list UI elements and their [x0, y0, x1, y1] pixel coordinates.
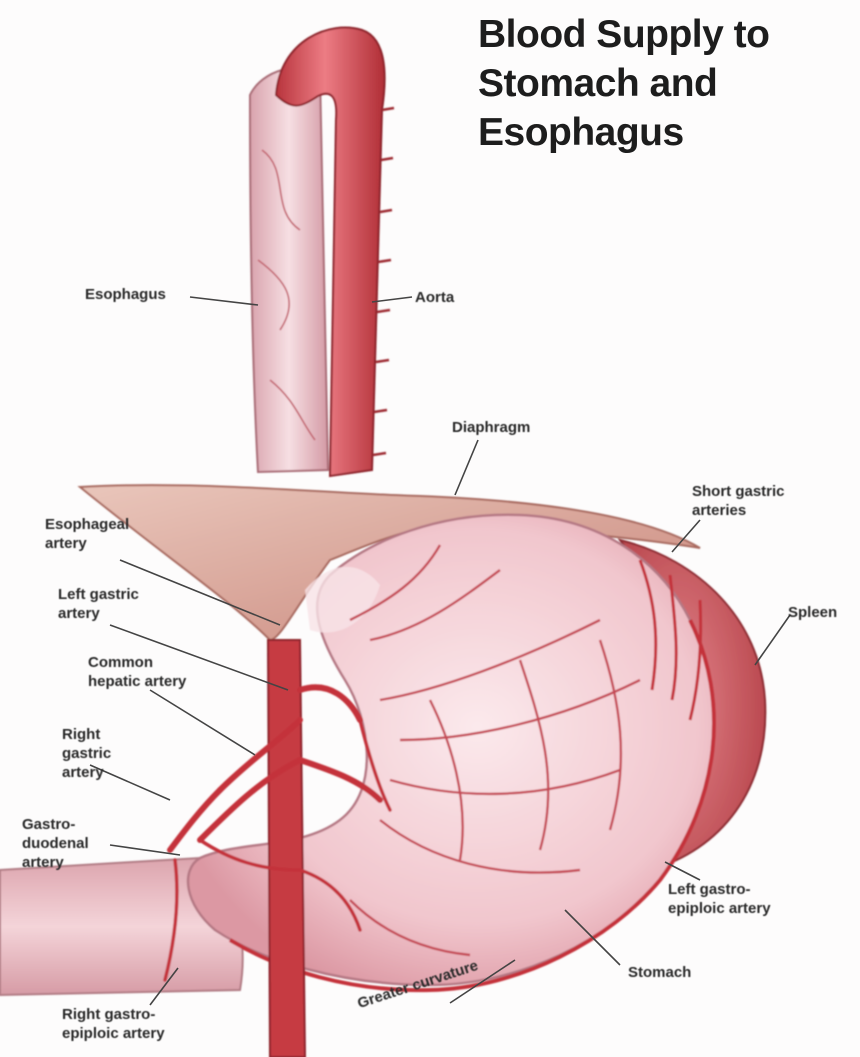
label-diaphragm: Diaphragm	[452, 418, 530, 437]
title-line-3: Esophagus	[478, 108, 848, 157]
label-spleen: Spleen	[788, 603, 837, 622]
label-left-gastric-artery: Left gastric artery	[58, 585, 139, 623]
title-line-2: Stomach and	[478, 59, 848, 108]
label-right-gastroepiploic-artery: Right gastro- epiploic artery	[62, 1005, 165, 1043]
label-right-gastric-artery: Right gastric artery	[62, 725, 111, 782]
label-gastroduodenal-artery: Gastro- duodenal artery	[22, 815, 89, 872]
esophagus-shape	[250, 68, 328, 472]
abdominal-aorta	[268, 640, 305, 1057]
label-aorta: Aorta	[415, 288, 454, 307]
label-short-gastric-arteries: Short gastric arteries	[692, 482, 785, 520]
label-left-gastroepiploic-artery: Left gastro- epiploic artery	[668, 880, 771, 918]
label-esophagus: Esophagus	[85, 285, 166, 304]
diagram-title: Blood Supply to Stomach and Esophagus	[478, 10, 848, 157]
title-line-1: Blood Supply to	[478, 10, 848, 59]
label-esophageal-artery: Esophageal artery	[45, 515, 129, 553]
label-common-hepatic-artery: Common hepatic artery	[88, 653, 186, 691]
label-stomach: Stomach	[628, 963, 691, 982]
